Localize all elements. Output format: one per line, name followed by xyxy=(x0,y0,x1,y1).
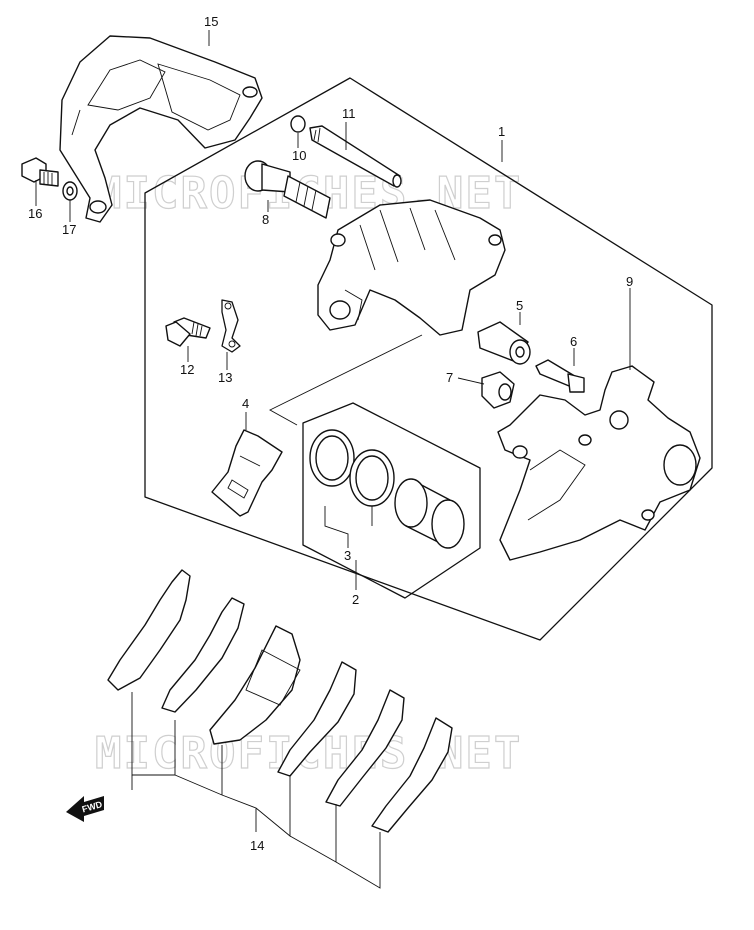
pad-spring-4 xyxy=(211,429,283,517)
callout-9: 9 xyxy=(626,274,633,289)
callout-10: 10 xyxy=(292,148,306,163)
sleeve-5 xyxy=(477,321,531,365)
caliper-body xyxy=(317,199,506,336)
boot-7 xyxy=(481,371,515,409)
pin-bolt-8 xyxy=(244,160,331,219)
piston-seals xyxy=(309,429,395,507)
callout-7: 7 xyxy=(446,370,453,385)
assembly-box-outline xyxy=(144,77,713,641)
leader-lines xyxy=(35,30,631,889)
caliper-bracket xyxy=(497,365,701,561)
callout-14: 14 xyxy=(250,838,264,853)
bolt-16 xyxy=(21,157,59,187)
cap-10 xyxy=(290,115,306,133)
callout-15: 15 xyxy=(204,14,218,29)
callout-1: 1 xyxy=(498,124,505,139)
bleeder-12 xyxy=(165,317,211,347)
callout-2: 2 xyxy=(352,592,359,607)
clip-13 xyxy=(221,299,241,353)
callout-13: 13 xyxy=(218,370,232,385)
callout-11: 11 xyxy=(342,106,356,121)
pin-6 xyxy=(535,359,585,393)
callout-5: 5 xyxy=(516,298,523,313)
piston xyxy=(394,478,465,549)
washer-17 xyxy=(62,181,78,201)
callout-4: 4 xyxy=(242,396,249,411)
callout-17: 17 xyxy=(62,222,76,237)
callout-8: 8 xyxy=(262,212,269,227)
brake-pad-set xyxy=(107,569,453,833)
guide-pin-11 xyxy=(309,125,402,188)
fwd-arrow-icon: FWD xyxy=(66,796,104,822)
callout-3: 3 xyxy=(344,548,351,563)
callout-6: 6 xyxy=(570,334,577,349)
caliper-guard xyxy=(59,35,263,223)
callout-12: 12 xyxy=(180,362,194,377)
callout-16: 16 xyxy=(28,206,42,221)
seal-kit-box-outline xyxy=(302,402,481,599)
